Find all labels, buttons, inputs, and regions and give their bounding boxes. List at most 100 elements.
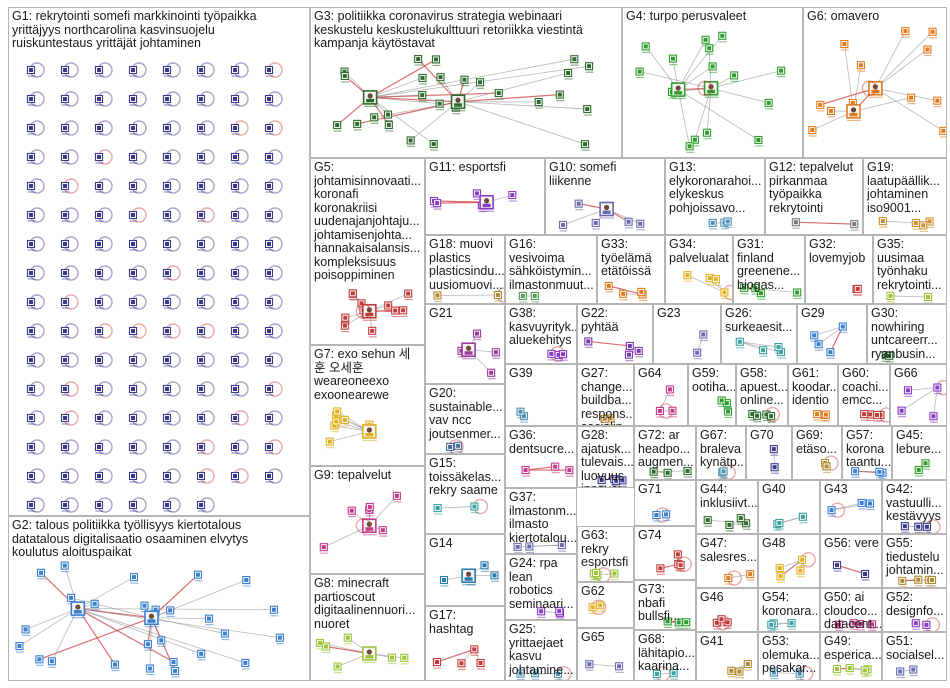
account-node-icon[interactable] <box>433 504 443 515</box>
account-node-icon[interactable] <box>230 210 240 222</box>
account-node-icon[interactable] <box>933 383 942 395</box>
account-node-icon[interactable] <box>922 522 932 533</box>
account-node-icon[interactable] <box>162 181 172 193</box>
account-node-icon[interactable] <box>230 65 240 77</box>
account-node-icon[interactable] <box>516 407 525 419</box>
account-node-icon[interactable] <box>682 618 691 629</box>
account-node-icon[interactable] <box>90 599 100 611</box>
account-node-icon[interactable] <box>340 415 350 427</box>
profile-photo-node-icon[interactable] <box>362 518 377 536</box>
account-node-icon[interactable] <box>264 123 274 135</box>
account-node-icon[interactable] <box>764 98 774 110</box>
account-node-icon[interactable] <box>669 669 679 680</box>
account-node-icon[interactable] <box>60 384 70 396</box>
account-node-icon[interactable] <box>264 442 274 454</box>
account-node-icon[interactable] <box>325 437 335 449</box>
account-node-icon[interactable] <box>157 636 166 647</box>
account-node-icon[interactable] <box>145 664 155 676</box>
account-node-icon[interactable] <box>431 55 441 67</box>
account-node-icon[interactable] <box>60 471 70 483</box>
account-node-icon[interactable] <box>429 139 439 151</box>
account-node-icon[interactable] <box>340 71 350 83</box>
account-node-icon[interactable] <box>197 649 206 661</box>
account-node-icon[interactable] <box>230 181 240 193</box>
account-node-icon[interactable] <box>922 620 931 631</box>
account-node-icon[interactable] <box>717 615 726 626</box>
account-node-icon[interactable] <box>196 384 206 396</box>
account-node-icon[interactable] <box>94 471 104 483</box>
account-node-icon[interactable] <box>663 468 673 479</box>
account-node-icon[interactable] <box>551 462 560 474</box>
account-node-icon[interactable] <box>26 239 36 251</box>
account-node-icon[interactable] <box>553 669 563 680</box>
account-node-icon[interactable] <box>814 340 824 351</box>
profile-photo-node-icon[interactable] <box>599 201 615 219</box>
account-node-icon[interactable] <box>727 666 736 678</box>
account-node-icon[interactable] <box>531 669 540 680</box>
account-node-icon[interactable] <box>898 576 907 587</box>
account-node-icon[interactable] <box>21 625 31 637</box>
account-node-icon[interactable] <box>404 289 413 301</box>
account-node-icon[interactable] <box>655 406 665 418</box>
account-node-icon[interactable] <box>110 660 120 672</box>
account-node-icon[interactable] <box>521 466 531 477</box>
account-node-icon[interactable] <box>518 291 528 303</box>
account-node-icon[interactable] <box>230 239 240 251</box>
account-node-icon[interactable] <box>196 181 206 193</box>
account-node-icon[interactable] <box>60 500 70 512</box>
account-node-icon[interactable] <box>166 606 175 617</box>
account-node-icon[interactable] <box>720 288 729 300</box>
profile-photo-node-icon[interactable] <box>144 610 159 628</box>
account-node-icon[interactable] <box>319 543 329 554</box>
account-node-icon[interactable] <box>860 666 870 677</box>
account-node-icon[interactable] <box>418 91 427 102</box>
account-node-icon[interactable] <box>368 326 377 338</box>
account-node-icon[interactable] <box>791 218 801 229</box>
account-node-icon[interactable] <box>795 669 805 680</box>
account-node-icon[interactable] <box>751 284 760 295</box>
account-node-icon[interactable] <box>851 467 860 478</box>
account-node-icon[interactable] <box>230 471 240 483</box>
profile-photo-node-icon[interactable] <box>479 194 495 212</box>
account-node-icon[interactable] <box>196 355 206 367</box>
account-node-icon[interactable] <box>641 42 651 54</box>
account-node-icon[interactable] <box>26 123 36 135</box>
account-node-icon[interactable] <box>230 297 240 309</box>
account-node-icon[interactable] <box>26 297 36 309</box>
account-node-icon[interactable] <box>591 218 601 230</box>
account-node-icon[interactable] <box>897 406 907 418</box>
account-node-icon[interactable] <box>928 27 938 39</box>
account-node-icon[interactable] <box>470 502 479 514</box>
account-node-icon[interactable] <box>939 126 946 138</box>
account-node-icon[interactable] <box>230 355 240 367</box>
profile-photo-node-icon[interactable] <box>362 90 378 107</box>
account-node-icon[interactable] <box>26 181 36 193</box>
profile-photo-node-icon[interactable] <box>670 82 686 100</box>
account-node-icon[interactable] <box>516 669 526 680</box>
profile-photo-node-icon[interactable] <box>362 424 377 442</box>
account-node-icon[interactable] <box>827 506 837 517</box>
account-node-icon[interactable] <box>321 642 331 654</box>
account-node-icon[interactable] <box>264 210 274 222</box>
account-node-icon[interactable] <box>624 350 634 362</box>
account-node-icon[interactable] <box>26 65 36 77</box>
account-node-icon[interactable] <box>683 466 692 478</box>
account-node-icon[interactable] <box>384 120 394 132</box>
account-node-icon[interactable] <box>914 465 924 477</box>
account-node-icon[interactable] <box>128 297 138 309</box>
account-node-icon[interactable] <box>480 561 490 572</box>
account-node-icon[interactable] <box>383 110 393 122</box>
account-node-icon[interactable] <box>347 506 357 518</box>
account-node-icon[interactable] <box>878 217 888 228</box>
account-node-icon[interactable] <box>26 268 36 280</box>
account-node-icon[interactable] <box>60 326 70 338</box>
account-node-icon[interactable] <box>128 181 138 193</box>
account-node-icon[interactable] <box>857 498 867 510</box>
account-node-icon[interactable] <box>624 217 634 229</box>
account-node-icon[interactable] <box>94 239 104 251</box>
account-node-icon[interactable] <box>673 550 683 561</box>
account-node-icon[interactable] <box>196 500 206 512</box>
account-node-icon[interactable] <box>406 136 416 148</box>
account-node-icon[interactable] <box>162 500 172 512</box>
account-node-icon[interactable] <box>333 407 342 419</box>
